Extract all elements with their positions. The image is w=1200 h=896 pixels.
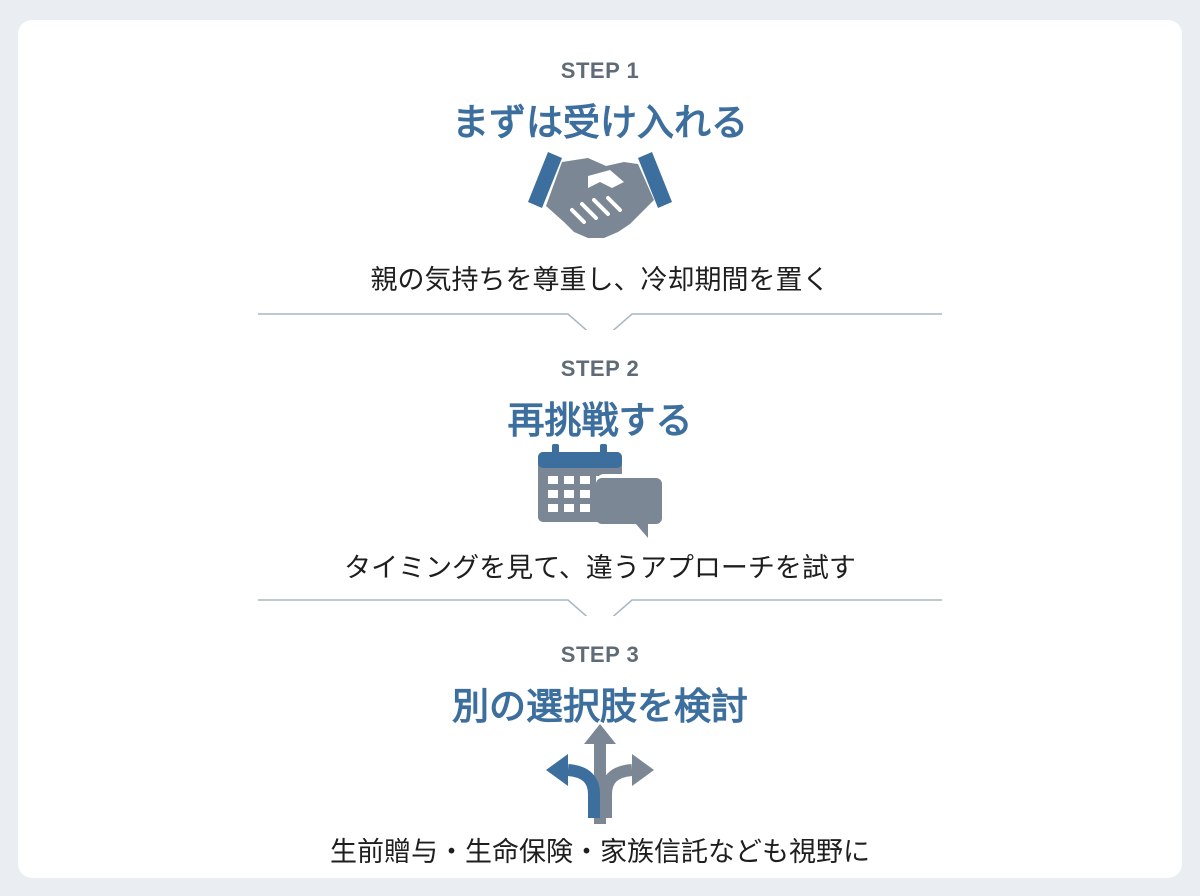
calendar-chat-icon [536, 444, 666, 544]
split-arrows-icon [544, 722, 656, 828]
step-3-description: 生前贈与・生命保険・家族信託なども視野に [330, 837, 870, 868]
handshake-icon [526, 148, 674, 248]
step-2-description: タイミングを見て、違うアプローチを試す [344, 553, 856, 584]
step-2-title: 再挑戦する [507, 399, 693, 442]
step-3-title: 別の選択肢を検討 [452, 685, 748, 728]
step-2-label: STEP 2 [560, 356, 640, 381]
step-1-description: 親の気持ちを尊重し、冷却期間を置く [370, 265, 830, 296]
divider-arrow [258, 300, 942, 343]
step-3-label: STEP 3 [560, 642, 640, 667]
step-1-title: まずは受け入れる [452, 101, 748, 144]
divider-arrow [258, 586, 942, 629]
step-1-label: STEP 1 [560, 58, 640, 83]
